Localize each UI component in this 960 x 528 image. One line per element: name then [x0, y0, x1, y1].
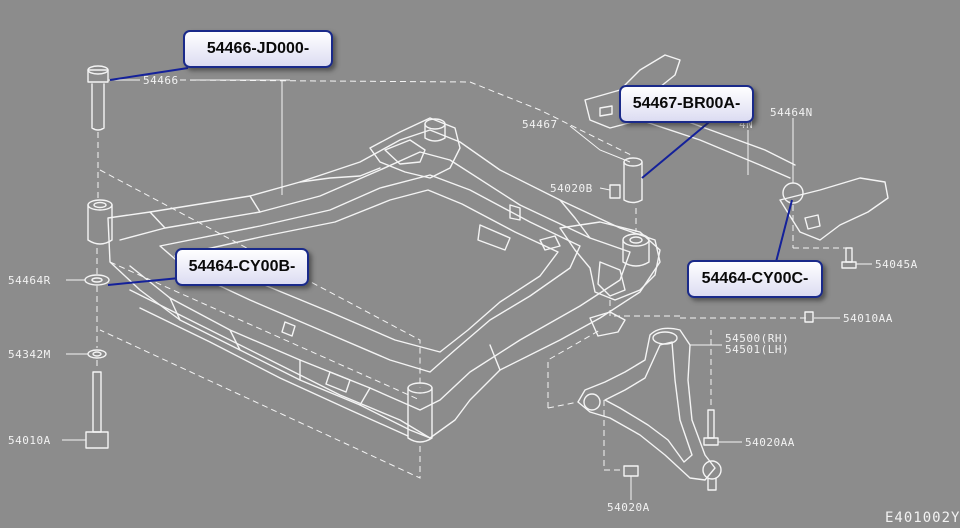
bolt-54020B [609, 184, 621, 199]
guide-line [547, 401, 579, 409]
label-54342M: 54342M [8, 348, 51, 361]
label-54010AA: 54010AA [843, 312, 893, 325]
bolt-54466 [87, 65, 109, 131]
leader-line [599, 187, 611, 191]
guide-line [609, 300, 680, 317]
label-54020AA: 54020AA [745, 436, 795, 449]
right-rear-bushing [622, 233, 650, 267]
label-54010A: 54010A [8, 434, 51, 447]
front-lower-bushing [407, 382, 433, 443]
callout-leader-c1 [109, 67, 189, 81]
leader-line [569, 125, 631, 163]
label-54020B: 54020B [550, 182, 593, 195]
label-54464R: 54464R [8, 274, 51, 287]
callout-leader-c4 [775, 199, 793, 263]
lower-transverse-link [577, 327, 722, 491]
label-54045A: 54045A [875, 258, 918, 271]
suspension-member-frame [107, 117, 661, 439]
diagram-code: E401002Y [885, 510, 960, 526]
callout-54464-CY00C[interactable]: 54464-CY00C- [687, 260, 823, 298]
label-54501: 54501(LH) [725, 343, 789, 356]
bolt-54010A [85, 371, 109, 449]
guide-line [99, 329, 421, 479]
guide-line [99, 169, 421, 388]
label-54020A: 54020A [607, 501, 650, 514]
guide-line [179, 79, 634, 157]
callout-54467-BR00A[interactable]: 54467-BR00A- [619, 85, 754, 123]
label-54464N: 54464N [770, 106, 813, 119]
bolt-54020A [623, 465, 639, 477]
label-54500: 54500(RH) [725, 332, 789, 345]
bolt-54010AA [804, 311, 814, 323]
washer-54464R [84, 274, 110, 286]
left-front-bushing [87, 199, 113, 245]
callout-leader-c2 [641, 117, 715, 179]
callout-54466-JD000[interactable]: 54466-JD000- [183, 30, 333, 68]
collar-54467 [623, 157, 643, 204]
guide-line [109, 261, 421, 401]
mount-insulator-54464N [782, 182, 804, 204]
callout-54464-CY00B[interactable]: 54464-CY00B- [175, 248, 309, 286]
stabilizer-bracket [584, 54, 889, 241]
collar-54342M [87, 349, 107, 359]
top-rear-bushing [424, 118, 446, 142]
guide-line [603, 400, 624, 471]
bolt-54045A [841, 247, 857, 269]
label-54467: 54467 [522, 118, 558, 131]
guide-line [547, 329, 601, 408]
bolt-54020AA [703, 409, 719, 446]
label-54466: 54466 [143, 74, 179, 87]
